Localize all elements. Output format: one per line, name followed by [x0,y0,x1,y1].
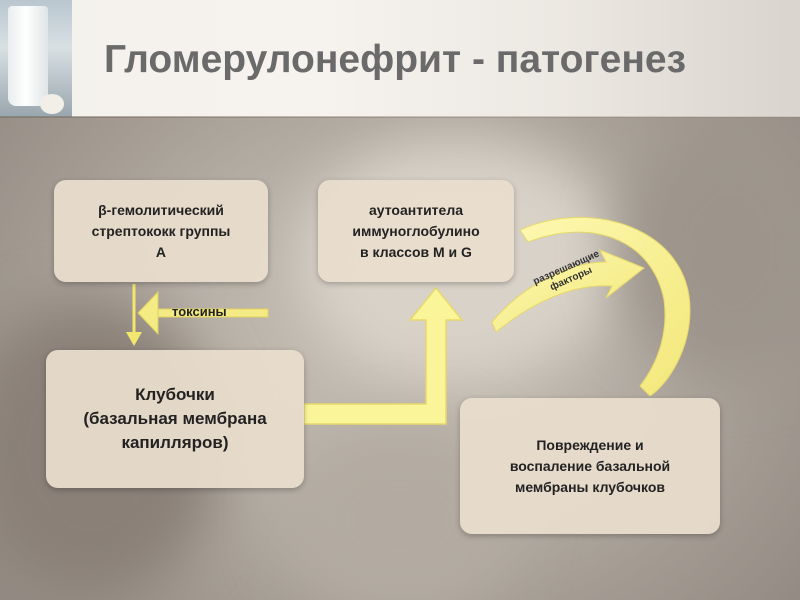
node-glomeruli-label: Клубочки (базальная мембрана капилляров) [83,385,267,452]
slide-title: Гломерулонефрит - патогенез [104,38,686,81]
node-streptococcus: β-гемолитический стрептококк группы А [54,180,268,282]
milk-glass-image [8,6,48,106]
node-damage-label: Повреждение и воспаление базальной мембр… [509,436,671,495]
node-damage: Повреждение и воспаление базальной мембр… [460,398,720,534]
node-autoantibodies: аутоантитела иммуноглобулино в классов М… [318,180,514,282]
arrow-strep-to-glomeruli [126,284,142,346]
arrow-glomeruli-to-autoantibodies [303,286,464,425]
milk-photo [0,0,72,117]
arrow-toxins [137,290,269,336]
node-autoantibodies-label: аутоантитела иммуноглобулино в классов М… [352,201,480,260]
header-divider [0,116,800,118]
edge-label-toxins: токсины [172,304,227,319]
node-streptococcus-label: β-гемолитический стрептококк группы А [91,201,231,260]
header-bar: Гломерулонефрит - патогенез [0,0,800,117]
egg-image [40,94,64,114]
arrow-permissive-factors [491,217,691,397]
node-glomeruli: Клубочки (базальная мембрана капилляров) [46,350,304,488]
